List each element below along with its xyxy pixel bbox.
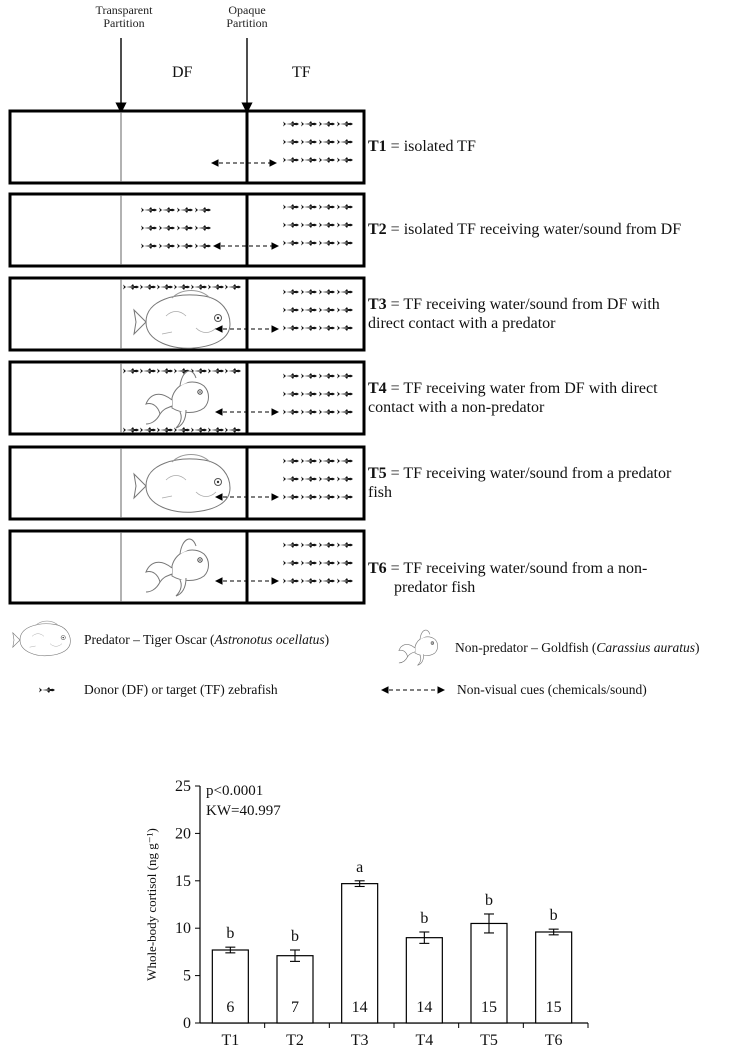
donor-fish-label: DF: [172, 64, 193, 81]
x-tick-label: T2: [286, 1032, 304, 1049]
tank-t4: [8, 360, 366, 436]
t2-code: T2: [368, 221, 387, 238]
t1-description: T1 = isolated TF: [368, 138, 476, 155]
tank-t3: [8, 276, 366, 352]
t3-code: T3: [368, 296, 387, 313]
legend-goldfish-icon: [398, 629, 438, 666]
stats-kw-value: KW=40.997: [206, 803, 281, 819]
x-tick-label: T5: [480, 1032, 498, 1049]
legend-oscar-icon: [12, 620, 71, 657]
tank-t2: [8, 192, 366, 268]
y-tick-label: 20: [175, 825, 191, 842]
t3-description: T3 = TF receiving water/sound from DF wi…: [368, 296, 660, 332]
transparent-partition-label: Transparent Partition: [95, 3, 153, 30]
legend-predator: Predator – Tiger Oscar (Astronotus ocell…: [84, 632, 330, 647]
legend-nonpredator: Non-predator – Goldfish (Carassius aurat…: [455, 640, 700, 655]
tank-t5: [8, 445, 366, 521]
significance-letter: b: [291, 928, 299, 945]
t6-description: T6 = TF receiving water/sound from a non…: [368, 560, 648, 596]
t4-code: T4: [368, 380, 387, 397]
x-tick-label: T3: [351, 1032, 369, 1049]
tank-t6: [8, 529, 366, 605]
bar-t3: [341, 883, 379, 1024]
significance-letter: b: [226, 925, 234, 942]
t5-code: T5: [368, 465, 387, 482]
t5-description: T5 = TF receiving water/sound from a pre…: [368, 465, 672, 501]
sample-size-label: 15: [546, 999, 562, 1016]
y-tick-label: 25: [175, 778, 191, 795]
y-tick-label: 5: [183, 968, 191, 985]
x-tick-label: T6: [545, 1032, 563, 1049]
legend-zebrafish: Donor (DF) or target (TF) zebrafish: [84, 682, 278, 697]
bar-t4: [405, 937, 443, 1024]
stats-p-value: p<0.0001: [206, 783, 263, 799]
sample-size-label: 14: [416, 999, 432, 1016]
legend-cues: Non-visual cues (chemicals/sound): [457, 682, 647, 697]
tank-t1: [8, 109, 366, 185]
significance-letter: b: [550, 907, 558, 924]
significance-letter: b: [420, 910, 428, 927]
t1-code: T1: [368, 138, 387, 155]
x-tick-label: T4: [415, 1032, 433, 1049]
sample-size-label: 7: [291, 999, 299, 1016]
t4-description: T4 = TF receiving water from DF with dir…: [368, 380, 658, 416]
bar-t6: [535, 931, 573, 1024]
y-tick-label: 15: [175, 873, 191, 890]
t2-description: T2 = isolated TF receiving water/sound f…: [368, 221, 682, 238]
y-axis-label: Whole-body cortisol (ng g⁻¹): [144, 828, 159, 981]
x-tick-label: T1: [221, 1032, 239, 1049]
bar-t2: [276, 955, 314, 1024]
y-tick-label: 0: [183, 1015, 191, 1032]
opaque-partition-label: Opaque Partition: [226, 3, 268, 30]
significance-letter: b: [485, 892, 493, 909]
tank-diagram: [8, 38, 446, 694]
legend-zebrafish-icon: [39, 687, 55, 693]
sample-size-label: 6: [226, 999, 234, 1016]
sample-size-label: 14: [352, 999, 368, 1016]
target-fish-label: TF: [292, 64, 311, 81]
significance-letter: a: [356, 859, 363, 876]
t6-code: T6: [368, 560, 387, 577]
y-tick-label: 10: [175, 920, 191, 937]
sample-size-label: 15: [481, 999, 497, 1016]
